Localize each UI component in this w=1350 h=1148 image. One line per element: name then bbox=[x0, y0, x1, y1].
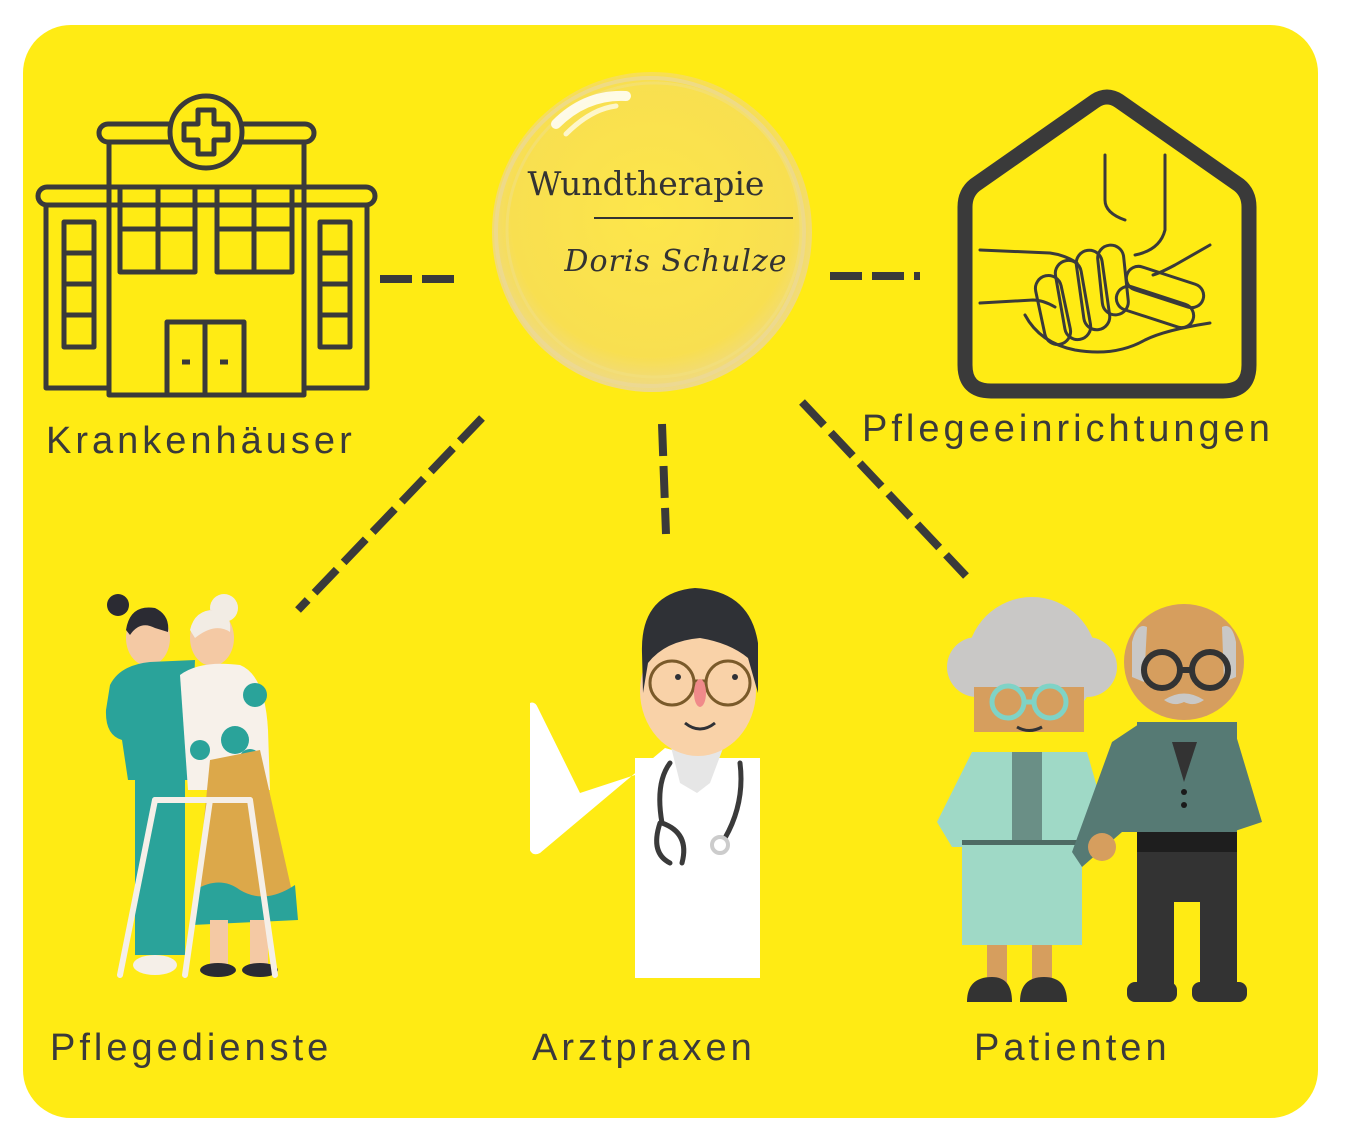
label-patienten: Patienten bbox=[974, 1027, 1171, 1069]
hospital-icon bbox=[35, 93, 378, 398]
label-krankenhaeuser: Krankenhäuser bbox=[46, 420, 356, 462]
edge-arztpraxen bbox=[658, 423, 670, 535]
hub-subtitle: Doris Schulze bbox=[564, 244, 788, 279]
doctor-illustration bbox=[530, 588, 760, 978]
node-krankenhaeuser bbox=[34, 92, 379, 402]
label-pflegeeinrichtungen: Pflegeeinrichtungen bbox=[862, 408, 1274, 450]
label-pflegedienste: Pflegedienste bbox=[50, 1027, 333, 1069]
label-arztpraxen: Arztpraxen bbox=[532, 1027, 756, 1069]
node-pflegedienste bbox=[100, 590, 310, 985]
brush-circle-icon bbox=[492, 72, 812, 392]
nurse-with-elderly-woman-illustration bbox=[105, 594, 298, 978]
elderly-couple-illustration bbox=[937, 597, 1262, 1002]
house-hands-icon bbox=[957, 89, 1257, 399]
edge-pflegedienste bbox=[295, 415, 485, 613]
node-patienten bbox=[932, 592, 1277, 1002]
node-arztpraxen bbox=[530, 583, 765, 978]
node-pflegeeinrichtungen bbox=[955, 85, 1260, 400]
hub-title: Wundtherapie bbox=[527, 164, 765, 203]
hub-logo: Wundtherapie Doris Schulze bbox=[466, 64, 826, 394]
edge-patienten bbox=[799, 399, 969, 579]
